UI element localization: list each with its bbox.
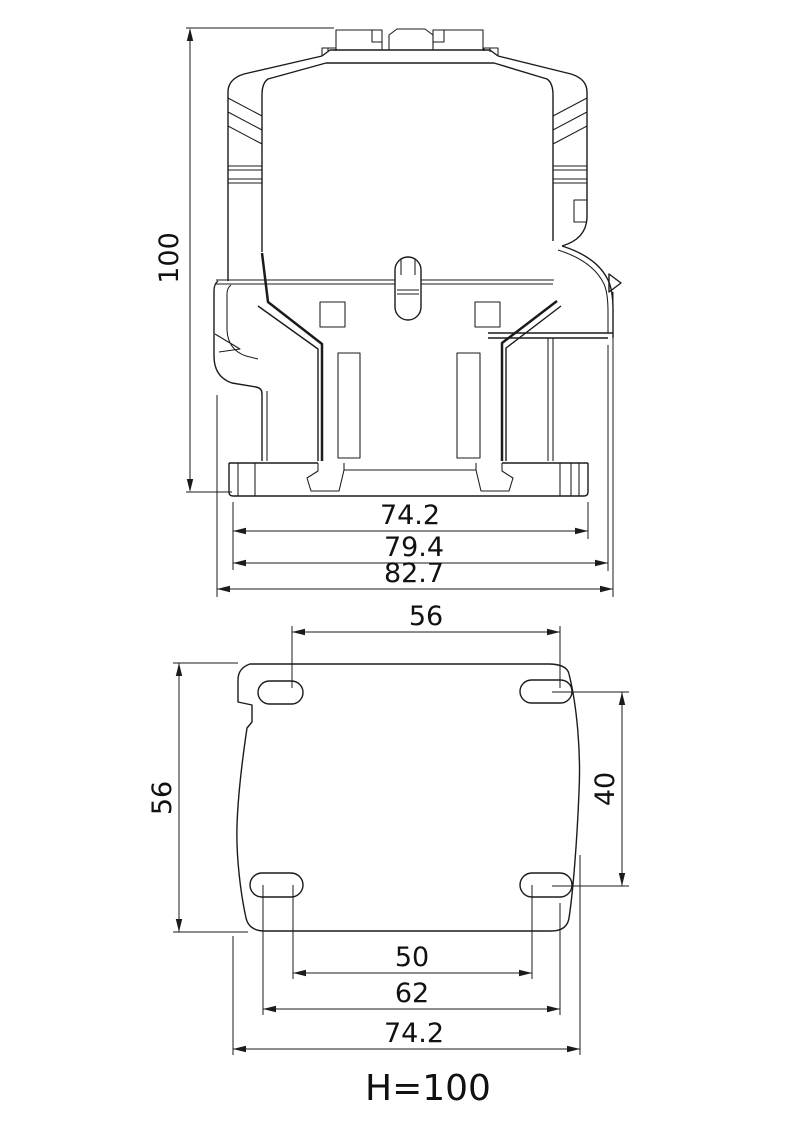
vertical-slots (337, 352, 481, 459)
dim-label-62: 62 (395, 978, 429, 1009)
dim-label-56-left: 56 (147, 781, 178, 815)
dim-label-74-2-bottom: 74.2 (384, 1018, 444, 1049)
dim-top-56: 56 (291, 601, 561, 688)
top-terminal-tabs (335, 28, 484, 50)
bottom-outline (236, 663, 581, 932)
drawing-caption: H=100 (365, 1068, 491, 1109)
mid-divider-lines (216, 279, 554, 285)
top-cap (321, 47, 499, 64)
corner-ribs (227, 97, 588, 223)
dim-label-100: 100 (154, 232, 185, 284)
center-oval-slot (394, 256, 422, 321)
dim-right-40: 40 (552, 691, 629, 887)
dim-width-79-4: 79.4 (233, 345, 609, 571)
dim-width-74-2: 74.2 (232, 500, 589, 570)
dim-bottom-50: 50 (292, 885, 533, 979)
mounting-base (228, 462, 589, 497)
dim-bottom-74-2: 74.2 (232, 855, 581, 1055)
dim-label-40: 40 (590, 772, 621, 806)
dim-label-56-top: 56 (409, 601, 443, 632)
square-holes (319, 301, 501, 328)
dim-bottom-62: 62 (262, 885, 561, 1015)
front-view: 100 74.2 79.4 82.7 (154, 27, 622, 597)
dim-label-82-7: 82.7 (384, 558, 444, 589)
dim-label-79-4: 79.4 (384, 532, 444, 563)
dim-left-56: 56 (147, 662, 248, 933)
body-outline (227, 49, 588, 281)
dim-label-74-2-front: 74.2 (380, 500, 440, 531)
left-mounting-lobe (213, 252, 324, 461)
mounting-slots (249, 679, 573, 898)
dim-label-50: 50 (395, 942, 429, 973)
dim-width-82-7: 82.7 (216, 292, 614, 597)
bottom-view: 56 56 40 50 (147, 601, 629, 1055)
right-side-and-clip (488, 245, 622, 461)
dim-height-100: 100 (154, 27, 334, 493)
